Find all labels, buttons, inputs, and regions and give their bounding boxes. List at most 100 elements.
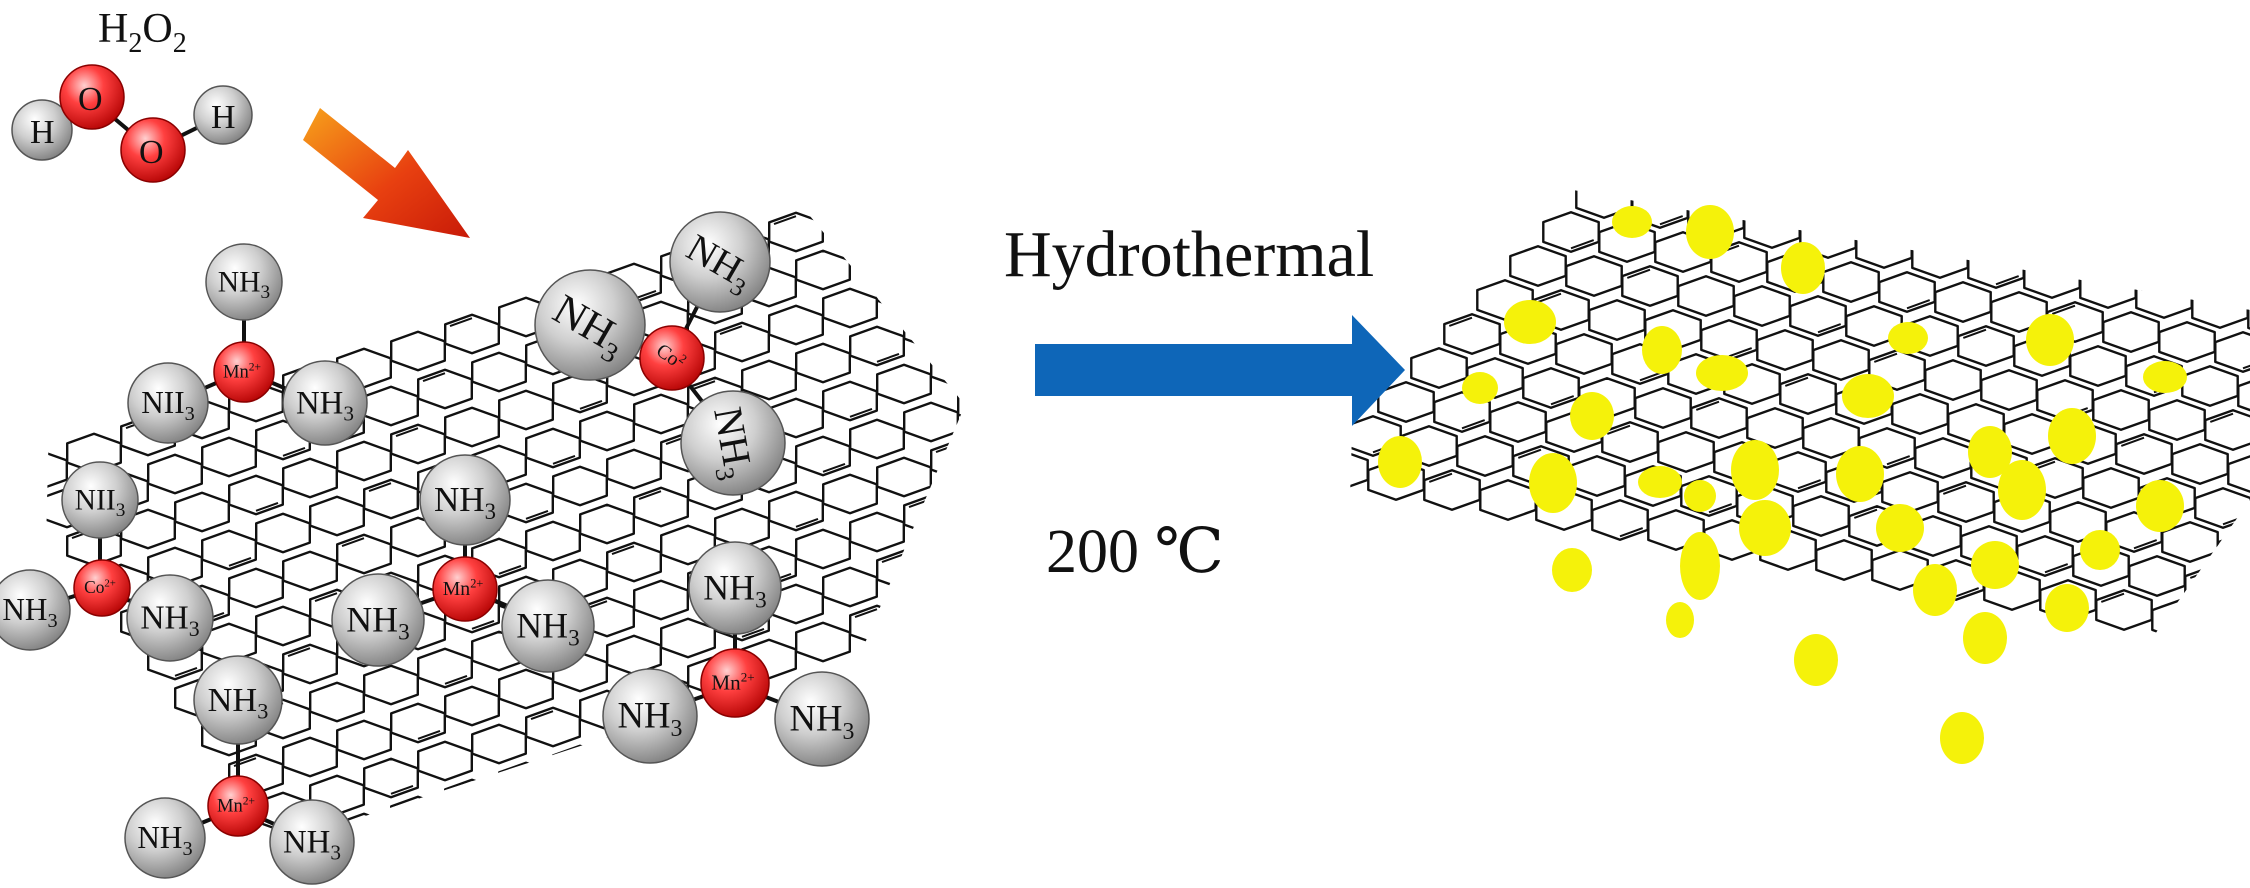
hexagon-ring — [1878, 271, 1936, 313]
metal-ion-label: Co2+ — [84, 577, 116, 597]
ammonia-ligand: NH3 — [501, 579, 595, 673]
hexagon-ring — [1881, 471, 1939, 513]
double-bond — [395, 427, 419, 438]
double-bond — [985, 692, 1007, 700]
metal-ion-label: Mn2+ — [223, 361, 261, 382]
hexagon-ring — [930, 532, 965, 574]
hexagon-ring — [1147, 466, 1201, 504]
nanoparticle-layer — [1378, 205, 2187, 764]
double-bond — [1886, 455, 1911, 466]
hexagon-ring — [390, 702, 446, 744]
double-bond — [1804, 220, 1829, 231]
double-bond — [417, 729, 441, 740]
hexagon-ring — [227, 474, 284, 516]
nanoparticle-dot — [2080, 530, 2120, 570]
hexagon-ring — [1456, 435, 1514, 477]
double-bond — [552, 454, 576, 465]
hexagon-ring — [390, 423, 446, 465]
double-bond — [1461, 419, 1486, 430]
double-bond — [314, 592, 338, 603]
hexagon-ring — [1410, 347, 1468, 389]
hexagon-ring — [2171, 443, 2229, 485]
double-bond — [1906, 299, 1931, 310]
ligand-label: NH3 — [2, 592, 57, 632]
double-bond — [1955, 587, 1980, 598]
hexagon-ring — [822, 566, 878, 608]
double-bond — [1619, 527, 1644, 538]
ammonia-ligand: NH3 — [534, 269, 646, 381]
nanoparticle-dot — [2026, 314, 2074, 366]
hexagon-ring — [957, 384, 965, 426]
double-bond — [881, 553, 905, 564]
ligand-label: NH3 — [790, 698, 855, 745]
ligand-label: NH3 — [218, 266, 270, 303]
hexagon-ring — [903, 680, 959, 722]
h-label-right: H — [211, 99, 236, 136]
double-bond — [422, 372, 446, 383]
hexagon-ring — [1733, 285, 1791, 327]
hexagon-ring — [1433, 391, 1491, 433]
hexagon-ring — [2148, 399, 2206, 441]
hexagon-ring — [795, 621, 851, 663]
ligand-label: NII3 — [75, 484, 126, 521]
hexagon-ring — [1532, 289, 1590, 331]
double-bond — [990, 334, 1012, 342]
double-bond — [719, 325, 743, 336]
double-bond — [773, 215, 797, 226]
hexagon-ring — [1914, 437, 1972, 479]
double-bond — [471, 619, 495, 630]
hexagon-ring — [633, 486, 689, 528]
hexagon-ring — [336, 533, 392, 575]
hexagon-ring — [795, 249, 851, 291]
hexagon-ring — [985, 424, 1039, 462]
double-bond — [530, 710, 554, 721]
hexagon-ring — [471, 351, 527, 393]
ligand-label: NH3 — [434, 480, 496, 524]
nanoparticle-dot — [2143, 361, 2187, 393]
double-bond — [2140, 280, 2165, 291]
hexagon-ring — [1565, 255, 1623, 297]
nanoparticle-dot — [1378, 436, 1422, 488]
hexagon-ring — [363, 478, 419, 520]
hexagon-ring — [957, 477, 965, 519]
hexagon-ring — [1634, 387, 1692, 429]
double-bond — [287, 647, 311, 658]
hexagon-ring — [768, 490, 824, 532]
hexagon-ring — [1012, 462, 1066, 500]
hexagon-ring — [1479, 479, 1537, 521]
hexagon-ring — [1624, 465, 1682, 507]
nanoparticle-dot — [1529, 453, 1577, 513]
ammonia-ligand: NH3 — [282, 360, 368, 446]
hexagon-ring — [930, 160, 965, 202]
hexagon-ring — [903, 308, 959, 350]
hexagon-ring — [471, 816, 527, 858]
hexagon-ring — [876, 270, 932, 312]
hexagon-ring — [876, 549, 932, 591]
hexagon-ring — [985, 517, 1039, 555]
hexagon-ring — [2115, 433, 2173, 475]
double-bond — [1962, 328, 1987, 339]
hexagon-ring — [1174, 411, 1228, 449]
hexagon-ring — [2217, 531, 2250, 573]
hexagon-ring — [552, 465, 608, 507]
hexagon-ring — [1509, 244, 1567, 287]
hexagon-ring — [606, 448, 662, 490]
hexagon-ring — [525, 706, 581, 748]
double-bond — [368, 482, 392, 493]
hexagon-ring — [282, 736, 338, 778]
hexagon-ring — [1937, 481, 1995, 523]
hexagon-ring — [2046, 301, 2104, 343]
hexagon-ring — [1066, 445, 1120, 483]
double-bond — [1784, 376, 1809, 387]
ligand-label: NH3 — [283, 824, 341, 864]
hexagon-ring — [1845, 305, 1903, 347]
hexagon-ring — [282, 643, 338, 685]
double-bond — [282, 446, 306, 457]
double-bond — [498, 564, 522, 575]
nanoparticle-dot — [1731, 440, 1779, 500]
hexagon-ring — [1012, 648, 1066, 686]
hexagon-ring — [903, 401, 959, 443]
hydrothermal-label: Hydrothermal — [1004, 218, 1374, 291]
